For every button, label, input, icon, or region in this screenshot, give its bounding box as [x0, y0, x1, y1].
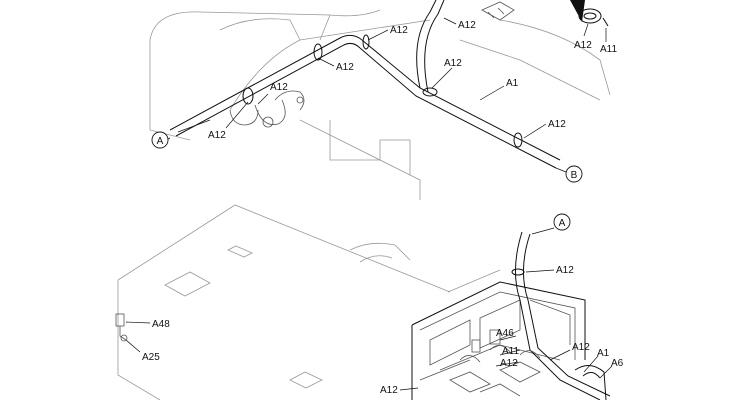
callout-a12-top-6: A12: [444, 58, 462, 69]
callout-a11-bottom: A11: [502, 346, 519, 357]
connector-a-bottom-label: A: [559, 218, 566, 229]
bottom-chassis-outline: [117, 204, 501, 400]
connector-a-bottom: A: [553, 213, 571, 231]
sensor-a48: [115, 313, 125, 327]
callout-a12-top-5: A12: [458, 20, 476, 31]
callout-a12-bot-2: A12: [500, 358, 518, 369]
callout-a12-top-1: A12: [208, 130, 226, 141]
callout-a1-bottom: A1: [597, 348, 610, 359]
callout-a12-bot-4: A12: [380, 385, 398, 396]
callout-a6: A6: [611, 358, 624, 369]
callout-a12-clamp: A12: [574, 40, 592, 51]
clamp-a12-5: [242, 87, 254, 105]
callout-a12-top-2: A12: [270, 82, 288, 93]
connector-b-top: B: [565, 165, 583, 183]
clamp-a12-4: [513, 132, 523, 148]
top-harness: [169, 0, 609, 169]
callout-a12-bot-3: A12: [572, 342, 590, 353]
callout-a1-top: A1: [506, 78, 519, 89]
callout-a12-bot-1: A12: [556, 265, 574, 276]
callout-a12-top-3: A12: [336, 62, 354, 73]
direction-arrow-icon: [570, 0, 585, 22]
top-chassis-outline: [149, 9, 611, 200]
controller-box: [411, 281, 586, 400]
top-leaders: [167, 17, 607, 173]
clamp-a12-bottom: [511, 268, 525, 276]
clamp-a12-3: [422, 87, 438, 97]
connector-b-top-label: B: [571, 170, 578, 181]
clamp-a12-2: [362, 34, 370, 50]
callout-a46: A46: [496, 328, 514, 339]
bottom-leaders: [125, 227, 613, 391]
connector-a-top: A: [151, 131, 169, 149]
callout-a25: A25: [142, 352, 160, 363]
clamp-a12-1: [313, 43, 323, 61]
callout-a12-top-7: A12: [548, 119, 566, 130]
callout-a11-top: A11: [600, 44, 617, 55]
callout-a12-top-4: A12: [390, 25, 408, 36]
callout-a48: A48: [152, 319, 170, 330]
connector-a-top-label: A: [157, 136, 164, 147]
bottom-harness: [115, 231, 611, 400]
